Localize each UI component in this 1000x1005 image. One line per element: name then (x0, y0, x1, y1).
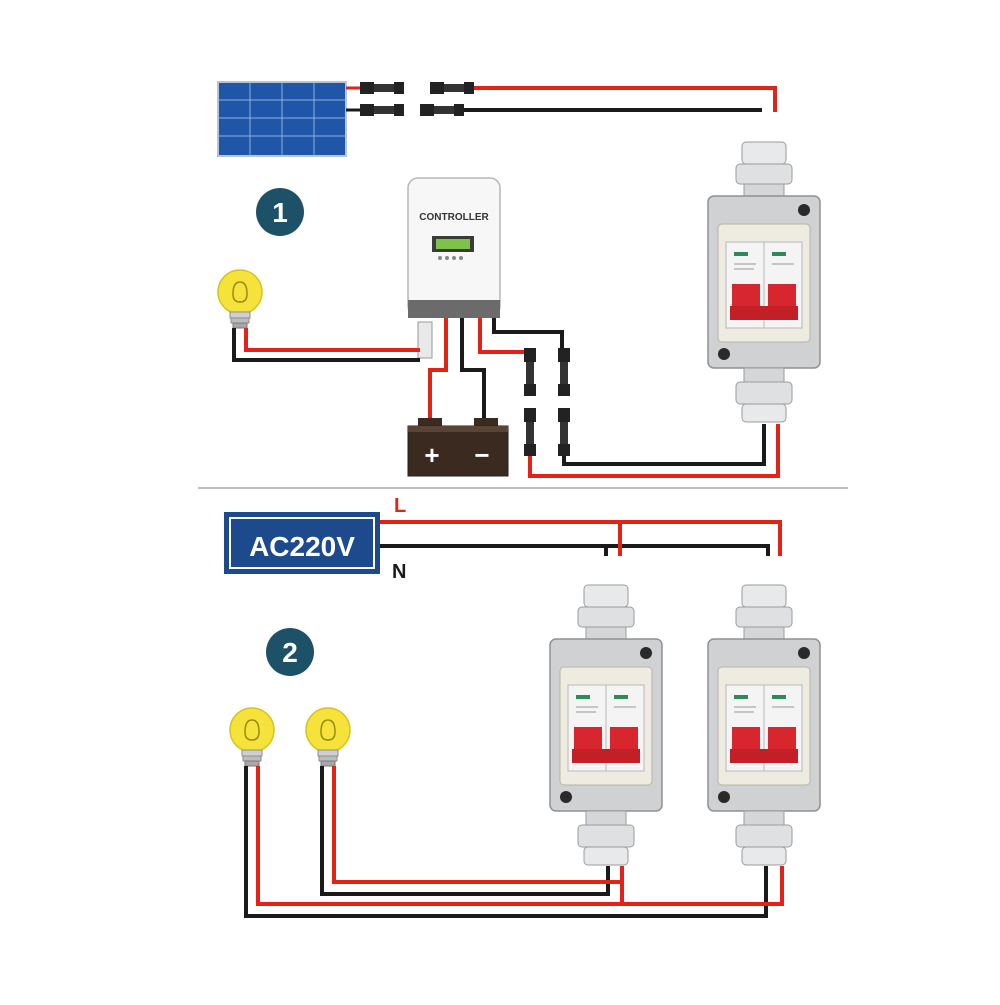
step-number-1: 1 (272, 197, 288, 228)
mc4-connector-icon (430, 82, 474, 94)
mc4-connector-icon (558, 408, 570, 456)
mc4-connector-icon (360, 82, 404, 94)
solar-panel (217, 81, 347, 157)
mc4-connector-icon (558, 348, 570, 396)
solar-charge-controller: CONTROLLER (407, 177, 501, 318)
ac-breaker-enclosure-2 (707, 584, 821, 866)
mc4-connector-icon (524, 408, 536, 456)
step-number-2: 2 (282, 637, 298, 668)
step-badge-1 (256, 188, 304, 236)
battery-minus-symbol: − (474, 440, 489, 470)
line-label: L (394, 495, 406, 517)
light-bulb-icon (229, 707, 275, 767)
scenario-2: AC220V L N 2 (224, 495, 821, 918)
load-terminal (417, 321, 433, 359)
light-bulb-icon (217, 269, 263, 329)
battery: + − (407, 418, 509, 477)
step-badge-2 (266, 628, 314, 676)
scenario-1: 1 CONTROLLER + − (217, 81, 821, 478)
battery-plus-symbol: + (424, 440, 439, 470)
mc4-connector-icon (360, 104, 404, 116)
ac-breaker-enclosure-1 (549, 584, 663, 866)
mc4-connector-icon (420, 104, 464, 116)
ac-source-label: AC220V (249, 531, 355, 562)
controller-label: CONTROLLER (419, 212, 489, 223)
dc-isolator-enclosure-1 (707, 141, 821, 423)
mc4-connector-icon (524, 348, 536, 396)
light-bulb-icon (305, 707, 351, 767)
neutral-label: N (392, 561, 406, 583)
ac-source-box: AC220V (224, 512, 380, 574)
